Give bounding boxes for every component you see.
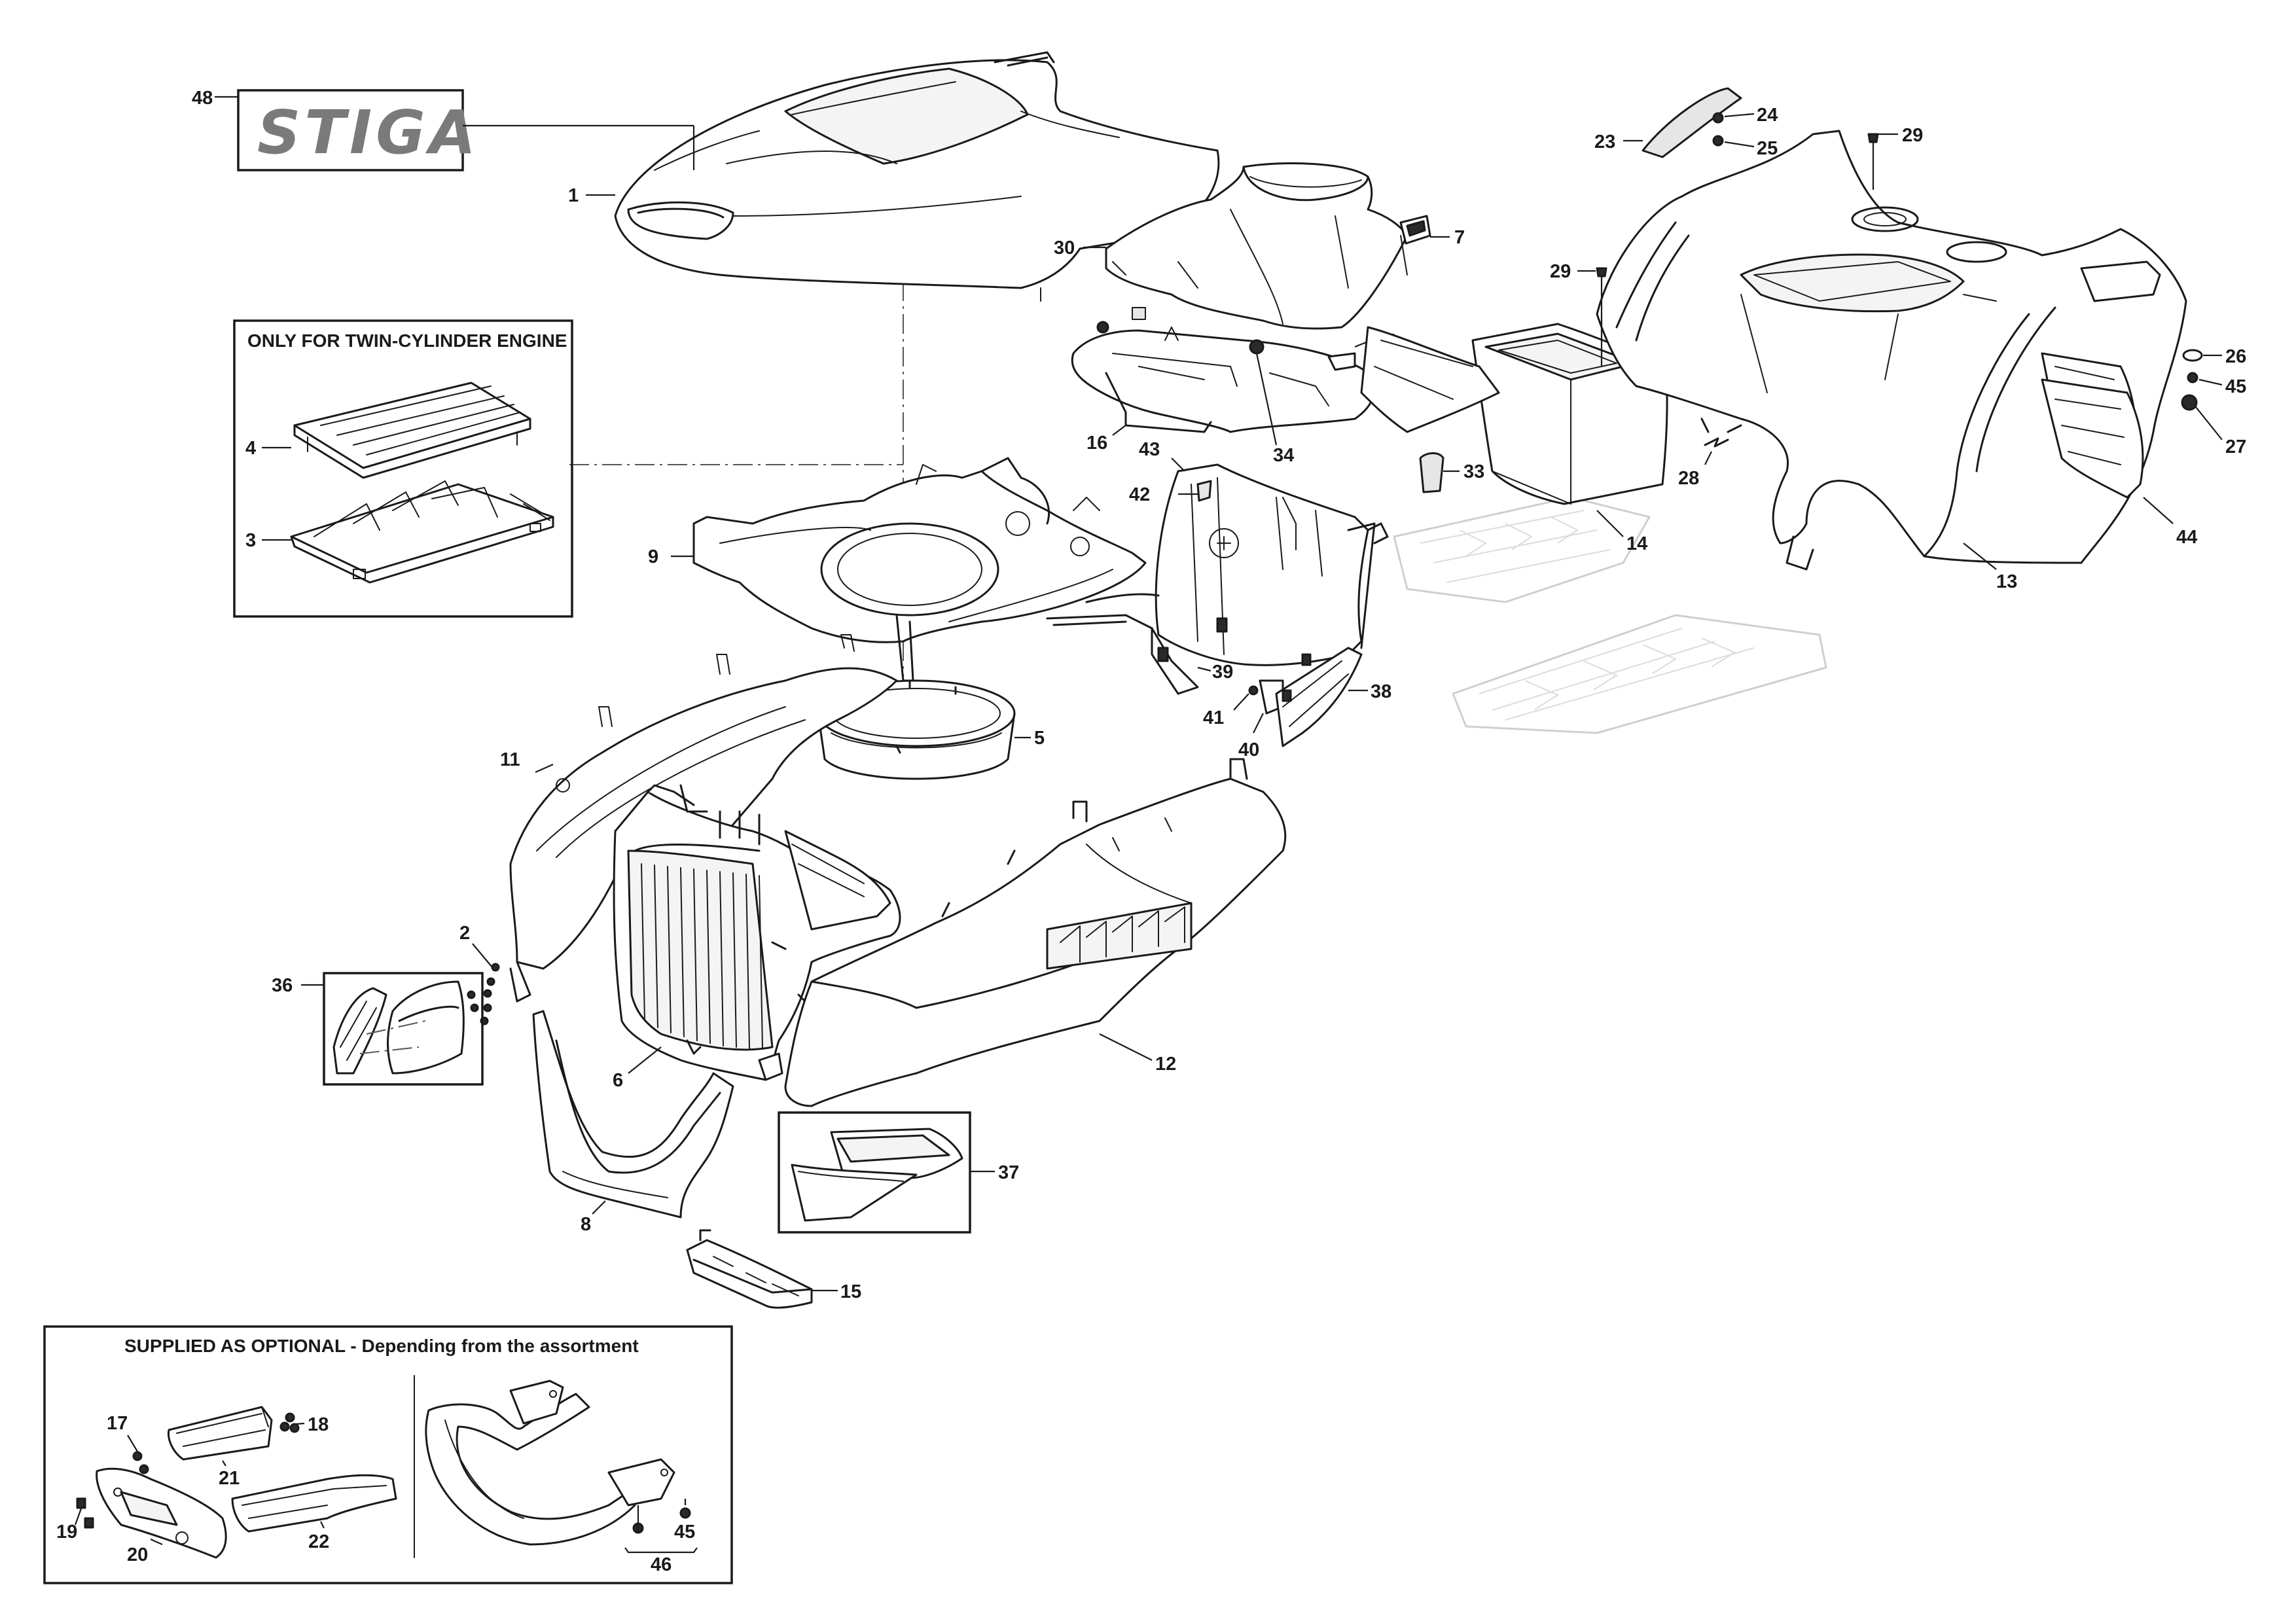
callout-45-right: 45 [2225, 376, 2246, 397]
front-plate-part-20 [96, 1467, 227, 1559]
callout-11: 11 [500, 749, 520, 770]
callout-12: 12 [1155, 1054, 1176, 1075]
ghost-footboard-upper [1393, 496, 1651, 603]
nut-part-25 [1712, 135, 1755, 148]
screw-part-41 [1233, 685, 1259, 711]
frame-part-9 [692, 457, 1147, 682]
grille-part-4 [293, 382, 531, 479]
screw-part-34 [1249, 339, 1278, 446]
battery-box-part-14 [1360, 323, 1668, 537]
callout-44: 44 [2176, 527, 2197, 548]
callout-18: 18 [308, 1414, 329, 1435]
callout-16: 16 [1086, 433, 1107, 454]
rear-bracket-part-44 [2041, 378, 2174, 524]
callout-40: 40 [1238, 740, 1259, 760]
callout-7: 7 [1454, 227, 1465, 248]
callout-26: 26 [2225, 346, 2246, 367]
callout-36: 36 [272, 975, 293, 996]
callout-30: 30 [1054, 238, 1075, 259]
twin-cylinder-title: ONLY FOR TWIN-CYLINDER ENGINE [247, 330, 567, 351]
hitch-plate-part-15 [686, 1229, 838, 1309]
callout-43: 43 [1139, 439, 1160, 460]
callout-9: 9 [648, 546, 658, 567]
callout-6: 6 [613, 1070, 623, 1091]
callout-22: 22 [308, 1531, 329, 1552]
twin-cylinder-box: ONLY FOR TWIN-CYLINDER ENGINE [233, 319, 573, 618]
callout-34: 34 [1273, 445, 1294, 466]
firewall-panel [1046, 463, 1389, 695]
callout-5: 5 [1034, 728, 1045, 749]
box-part-36 [301, 972, 484, 1086]
optional-parts-box: SUPPLIED AS OPTIONAL - Depending from th… [43, 1325, 733, 1584]
callout-20: 20 [127, 1544, 148, 1565]
grab-handle-part-23 [1623, 87, 1742, 158]
callout-15: 15 [840, 1281, 861, 1302]
callout-23: 23 [1594, 132, 1615, 152]
callout-46: 46 [651, 1554, 672, 1575]
callout-2: 2 [459, 923, 470, 944]
spring-part-28 [1704, 437, 1729, 465]
callout-21: 21 [219, 1468, 240, 1489]
switch-part-7 [1399, 215, 1450, 245]
right-side-panel-part-12 [784, 758, 1287, 1107]
callout-19: 19 [56, 1522, 77, 1543]
callout-8: 8 [581, 1214, 591, 1235]
screw-part-18c [289, 1423, 300, 1433]
callout-28: 28 [1678, 468, 1699, 489]
callout-27: 27 [2225, 437, 2246, 457]
callout-41: 41 [1203, 707, 1224, 728]
callout-37: 37 [998, 1162, 1019, 1183]
callout-48: 48 [192, 88, 213, 109]
screw-part-19b [84, 1517, 94, 1529]
bracket-part-22 [231, 1474, 397, 1533]
screws-part-2 [472, 943, 500, 1026]
clip-part-26 [2182, 349, 2222, 362]
callout-33: 33 [1463, 461, 1484, 482]
callout-39: 39 [1212, 662, 1233, 683]
callout-13: 13 [1996, 571, 2017, 592]
air-box-part-3 [290, 480, 554, 584]
bumper-part-8 [532, 1010, 734, 1219]
screw-part-29-top [1867, 133, 1898, 190]
stiga-logo-badge-part-48: STIGA [215, 89, 695, 171]
rear-fender-part-13 [1596, 130, 2187, 571]
callout-14: 14 [1626, 533, 1647, 554]
ghost-footboard-lower [1452, 614, 1827, 734]
bracket-part-21 [167, 1406, 273, 1461]
callout-24: 24 [1757, 105, 1778, 126]
box-part-37 [778, 1111, 995, 1234]
callout-29-left: 29 [1550, 261, 1571, 282]
callout-45-optional: 45 [674, 1522, 695, 1543]
callout-17: 17 [107, 1413, 128, 1434]
optional-box-title: SUPPLIED AS OPTIONAL - Depending from th… [124, 1336, 639, 1356]
screw-part-39 [1157, 617, 1228, 672]
nut-part-17 [132, 1451, 143, 1461]
stiga-logo: STIGA [257, 98, 480, 168]
callout-42: 42 [1129, 484, 1150, 505]
knob-part-33 [1419, 452, 1460, 493]
side-plate-part-38 [1275, 522, 1376, 747]
screw-part-24 [1712, 112, 1755, 124]
callout-3: 3 [245, 530, 256, 551]
screw-part-19a [76, 1497, 86, 1509]
callout-29-top: 29 [1902, 125, 1923, 146]
screw-part-18a [285, 1412, 295, 1423]
bracket-part-35 [1327, 339, 1372, 371]
bull-bar-part-46 [425, 1380, 698, 1554]
callout-38: 38 [1371, 681, 1391, 702]
bolt-part-27 [2181, 394, 2223, 440]
nut-part-17b [139, 1464, 149, 1474]
callout-25: 25 [1757, 138, 1778, 159]
front-grille-part-6 [613, 784, 901, 1081]
callout-4: 4 [245, 438, 256, 459]
callout-1: 1 [568, 185, 579, 206]
screw-part-18b [279, 1421, 290, 1432]
screw-part-45-optional [679, 1507, 691, 1519]
washer-part-45 [2187, 372, 2223, 386]
hood-part-1 [614, 51, 1220, 302]
screw-part-29-left [1577, 267, 1607, 366]
